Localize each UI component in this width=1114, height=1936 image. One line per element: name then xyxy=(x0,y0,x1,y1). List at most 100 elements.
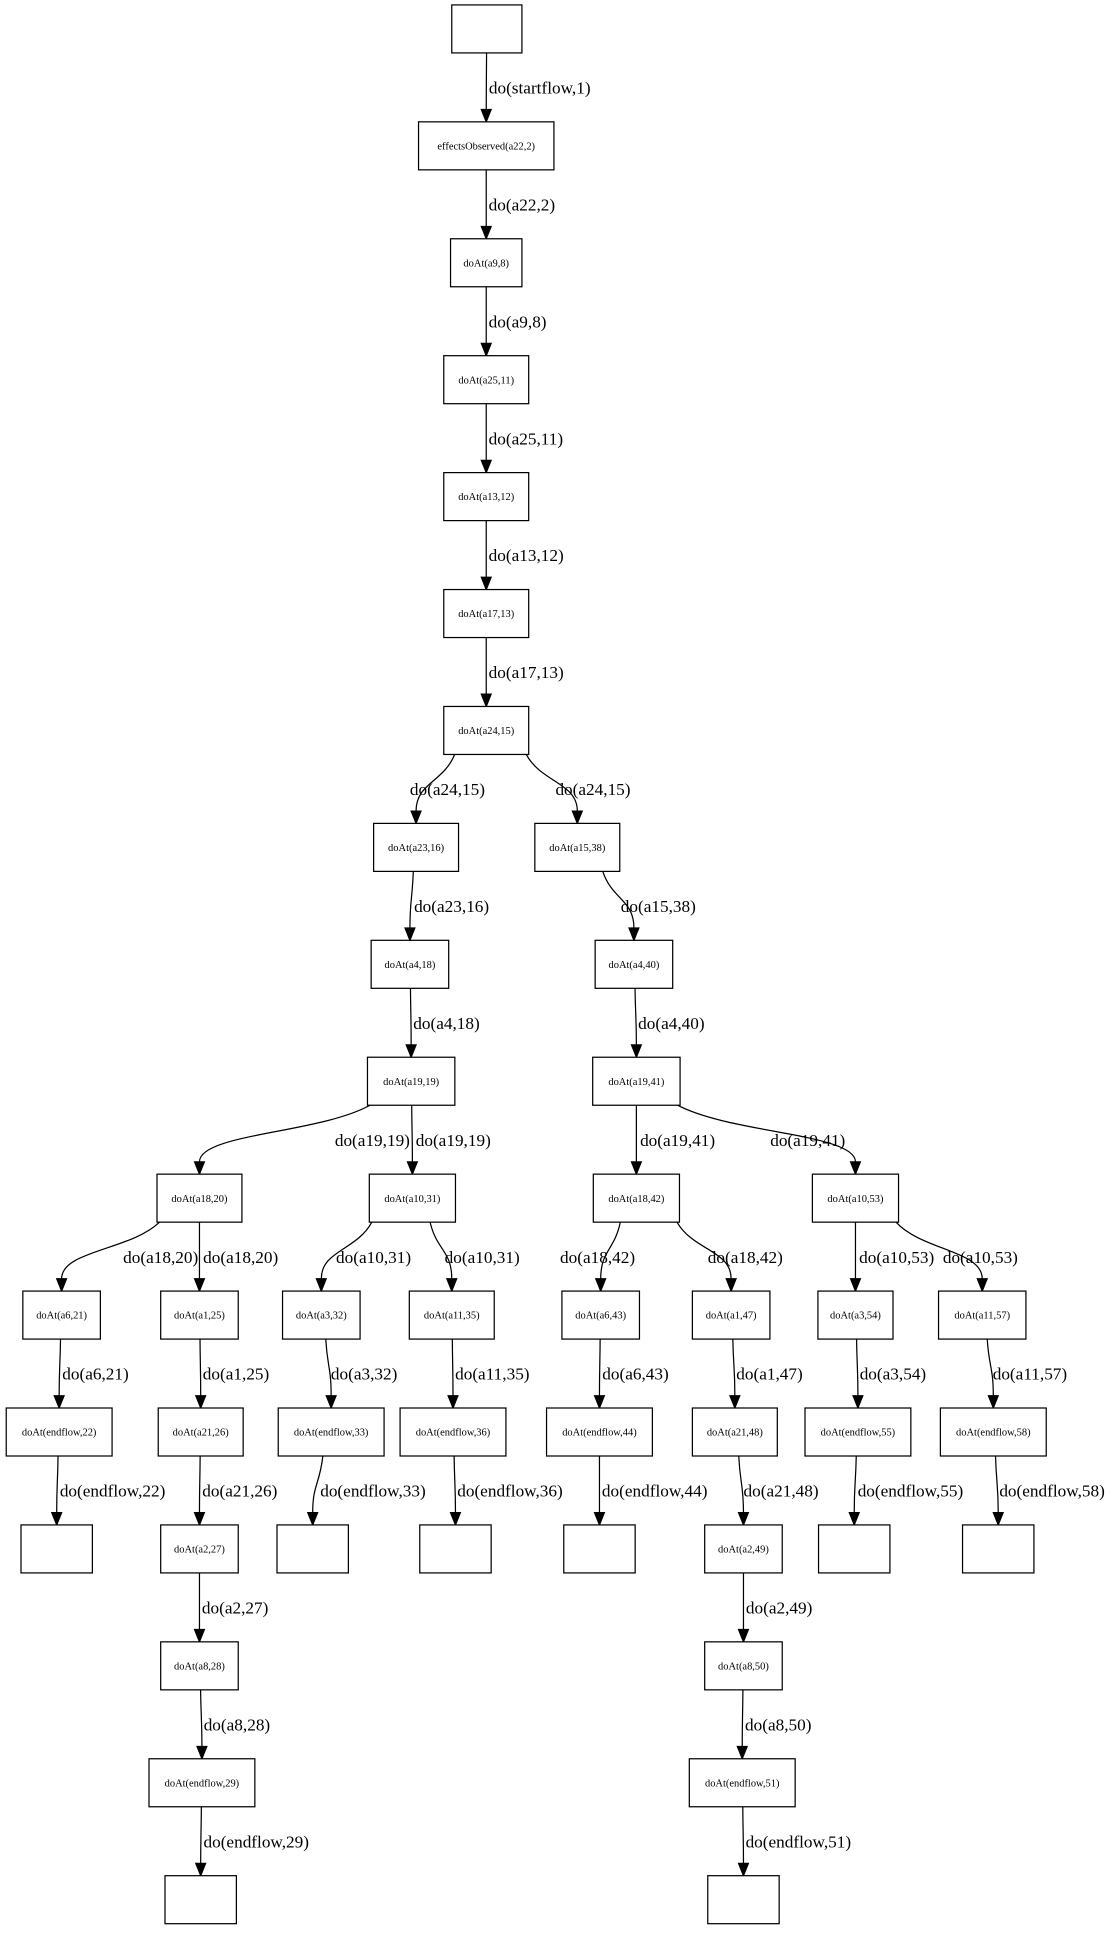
node-box xyxy=(277,1407,385,1457)
arrowhead-icon xyxy=(480,576,493,592)
edge-line xyxy=(600,1222,621,1279)
arrowhead-icon xyxy=(447,1395,459,1410)
graph-edge: do(endflow,33) xyxy=(306,1455,426,1527)
edge-label: do(endflow,51) xyxy=(746,1832,852,1851)
graph-edge: do(a18,20) xyxy=(55,1221,198,1293)
edge-label: do(a21,26) xyxy=(202,1482,277,1501)
node-box xyxy=(373,822,460,873)
arrowhead-icon xyxy=(594,1278,607,1293)
graph-node: doAt(a8,28) xyxy=(160,1641,239,1691)
graph-node: doAt(a19,19) xyxy=(366,1056,456,1106)
node-label: doAt(a15,38) xyxy=(549,843,606,854)
node-box xyxy=(366,1056,456,1106)
node-box xyxy=(691,1290,771,1340)
node-box xyxy=(408,1290,495,1340)
edge-label: do(a13,12) xyxy=(489,546,564,565)
graph-node-empty xyxy=(164,1875,237,1925)
node-label: doAt(endflow,29) xyxy=(165,1778,240,1789)
edge-label: do(a10,53) xyxy=(859,1248,934,1267)
graph-edge: do(a17,13) xyxy=(480,637,564,709)
graph-edge: do(a2,27) xyxy=(193,1572,268,1644)
edge-label: do(a24,15) xyxy=(410,780,485,799)
graph-edge: do(a8,50) xyxy=(736,1689,811,1761)
graph-node: doAt(a3,32) xyxy=(281,1290,361,1340)
graph-edge: do(startflow,1) xyxy=(480,52,591,124)
graph-node: doAt(a6,21) xyxy=(22,1290,101,1340)
node-label: doAt(a2,49) xyxy=(718,1545,769,1556)
node-label: doAt(endflow,55) xyxy=(821,1428,896,1439)
graph-node: doAt(endflow,33) xyxy=(277,1407,385,1457)
graph-node-empty xyxy=(563,1524,636,1574)
edge-label: do(endflow,22) xyxy=(60,1482,166,1501)
graph-node: doAt(endflow,22) xyxy=(5,1407,113,1457)
node-box xyxy=(594,939,674,989)
edge-line xyxy=(409,988,412,1045)
edge-label: do(a8,28) xyxy=(204,1715,270,1734)
node-box xyxy=(704,1524,783,1574)
edge-line xyxy=(200,1806,202,1864)
graph-node: doAt(endflow,51) xyxy=(688,1758,796,1808)
edge-line xyxy=(199,1689,203,1747)
edge-line xyxy=(198,1104,371,1162)
graph-node: doAt(a18,42) xyxy=(592,1173,681,1223)
edge-label: do(a3,54) xyxy=(860,1365,926,1384)
arrowhead-icon xyxy=(593,1395,606,1410)
node-box xyxy=(5,1407,113,1457)
edge-label: do(a17,13) xyxy=(489,663,564,682)
graph-edge: do(a19,41) xyxy=(630,1105,715,1176)
edge-label: do(endflow,33) xyxy=(320,1482,426,1501)
graph-edge: do(endflow,29) xyxy=(194,1806,309,1878)
arrowhead-icon xyxy=(852,1395,864,1410)
edge-label: do(a18,42) xyxy=(708,1248,783,1267)
graph-edge: do(a8,28) xyxy=(196,1689,270,1761)
edge-line xyxy=(742,1806,745,1864)
edge-label: do(a2,49) xyxy=(746,1599,812,1618)
graph-edge: do(a6,21) xyxy=(53,1339,129,1410)
graph-edge: do(a4,18) xyxy=(405,988,480,1059)
graph-node-empty xyxy=(817,1524,891,1574)
edge-label: do(a22,2) xyxy=(489,195,555,214)
graph-edge: do(a1,47) xyxy=(729,1339,803,1410)
graph-edge: do(a19,19) xyxy=(193,1104,410,1176)
graph-node: doAt(endflow,58) xyxy=(939,1407,1047,1457)
edge-line xyxy=(895,1221,983,1279)
graph-node: doAt(a11,57) xyxy=(937,1290,1027,1340)
node-box xyxy=(451,4,523,54)
graph-node: doAt(a2,27) xyxy=(160,1524,239,1574)
graph-node: doAt(endflow,29) xyxy=(148,1758,256,1808)
edge-line xyxy=(451,1339,454,1396)
node-label: effectsObserved(a22,2) xyxy=(437,141,535,152)
edge-label: do(a19,41) xyxy=(770,1131,845,1150)
node-label: doAt(a4,40) xyxy=(609,960,660,971)
arrowhead-icon xyxy=(445,1278,458,1293)
node-label: doAt(endflow,36) xyxy=(416,1428,491,1439)
edge-label: do(a18,20) xyxy=(203,1248,278,1267)
edge-line xyxy=(677,1104,857,1162)
arrowhead-icon xyxy=(992,1512,1005,1527)
graph-edge: do(a11,35) xyxy=(447,1339,530,1410)
edge-label: do(endflow,29) xyxy=(203,1832,309,1851)
arrowhead-icon xyxy=(306,1512,319,1527)
graph-edge: do(a18,42) xyxy=(560,1222,635,1293)
node-box xyxy=(561,1290,641,1340)
edge-label: do(a11,35) xyxy=(455,1365,529,1384)
node-label: doAt(endflow,44) xyxy=(562,1428,637,1439)
node-box xyxy=(817,1290,894,1340)
graph-edge: do(a10,53) xyxy=(895,1221,1018,1293)
node-box xyxy=(534,822,621,873)
arrowhead-icon xyxy=(193,1278,206,1293)
edge-line xyxy=(994,1455,999,1513)
graph-edge: do(a19,19) xyxy=(406,1105,491,1176)
graph-node: effectsObserved(a22,2) xyxy=(417,121,555,171)
edge-line xyxy=(634,988,637,1045)
node-label: doAt(a8,28) xyxy=(174,1661,225,1672)
edge-label: do(endflow,36) xyxy=(457,1482,563,1501)
node-label: doAt(endflow,22) xyxy=(22,1428,97,1439)
edge-label: do(a3,32) xyxy=(331,1365,397,1384)
arrowhead-icon xyxy=(849,1161,862,1176)
node-box xyxy=(704,1641,783,1691)
arrowhead-icon xyxy=(480,693,493,709)
graph-edge: do(endflow,36) xyxy=(449,1455,563,1527)
graph-edge: do(a6,43) xyxy=(593,1339,669,1410)
node-label: doAt(a21,48) xyxy=(707,1428,764,1439)
